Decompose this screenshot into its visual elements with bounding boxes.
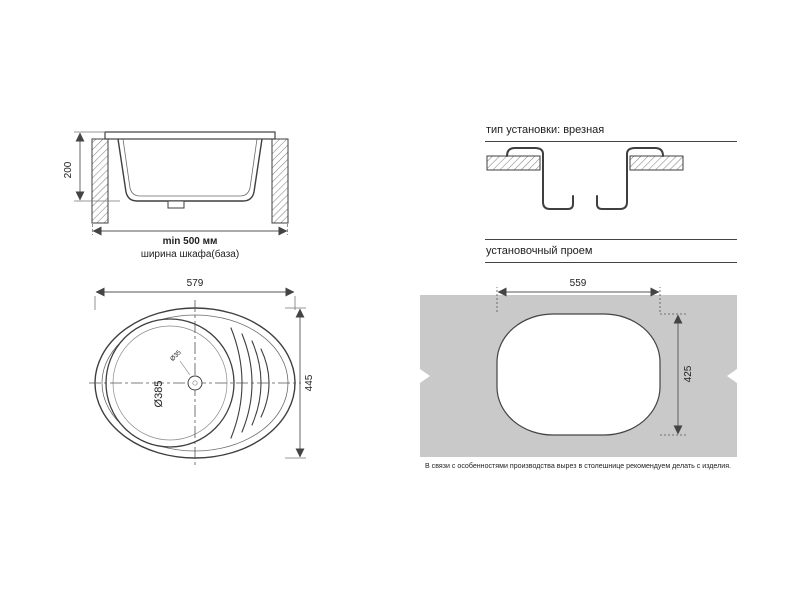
- install-type-title: тип установки: врезная: [485, 124, 737, 142]
- sink-bowl-outline: [117, 138, 263, 202]
- cutout-width-label: 559: [570, 278, 587, 289]
- sink-profile-left: [506, 147, 574, 210]
- min-width-label: min 500 мм: [163, 236, 218, 247]
- drain-leader-line: [179, 360, 191, 376]
- break-notch-right: [727, 369, 737, 383]
- cutout-opening: [496, 313, 661, 436]
- sink-profile-right: [596, 147, 664, 210]
- countertop-right-section: [629, 155, 684, 171]
- countertop-left-section: [486, 155, 541, 171]
- cabinet-width-label: ширина шкафа(база): [141, 248, 239, 260]
- drain-hole: [187, 375, 203, 391]
- production-note: В связи с особенностями производства выр…: [425, 461, 731, 470]
- sink-top-view: 579 Ø35 Ø385 445: [89, 278, 315, 466]
- drain-hole-inner: [192, 380, 198, 386]
- cutout-view: 559 425 В связи с особенностями производ…: [420, 278, 737, 470]
- side-section-view: 200 min 500 мм ширина шкафа(база): [63, 131, 289, 260]
- cutout-title: установочный проем: [485, 239, 737, 263]
- cabinet-right-post: [271, 138, 289, 224]
- drain-fitting: [167, 200, 185, 209]
- installation-info-column: тип установки: врезная установочный прое…: [485, 124, 737, 263]
- topview-height-label: 445: [304, 374, 315, 391]
- bowl-diameter-label: Ø385: [153, 381, 165, 408]
- sink-rim-section: [104, 131, 276, 140]
- break-notch-left: [420, 369, 430, 383]
- depth-dim-label: 200: [63, 161, 74, 178]
- cutout-height-label: 425: [683, 365, 694, 382]
- cabinet-left-post: [91, 138, 109, 224]
- topview-width-label: 579: [187, 278, 204, 289]
- sink-bowl-inner-line: [122, 138, 258, 197]
- mount-cross-section: [486, 147, 684, 210]
